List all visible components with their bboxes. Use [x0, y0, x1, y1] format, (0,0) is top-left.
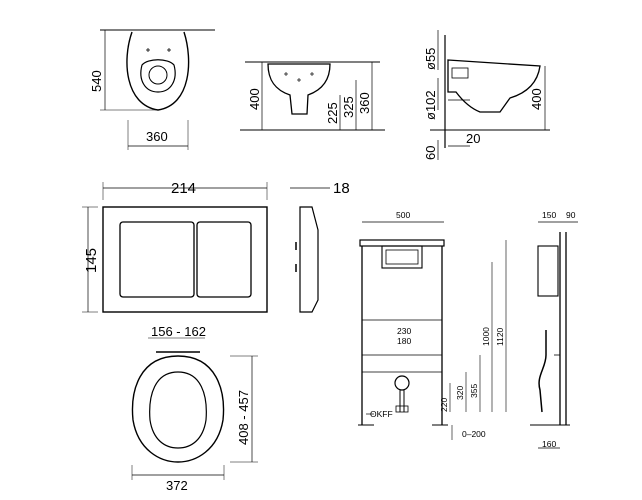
side-height-label: 400	[529, 88, 544, 110]
flush-plate-side-view: 18	[290, 180, 350, 313]
dim-360-label: 360	[357, 92, 372, 114]
inlet-diameter-label: ø55	[423, 48, 438, 70]
frame-side-d2-label: 90	[566, 210, 576, 220]
seat-width-label: 372	[166, 478, 188, 493]
frame-front-view: 500 230 180 220 320 355 1000 1120 0–200 …	[358, 210, 507, 440]
seat-top-view: 156 - 162 408 - 457 372	[131, 324, 258, 493]
bowl-height-label: 400	[247, 88, 262, 110]
plate-height-label: 145	[83, 248, 100, 273]
frame-dim-c-label: 320	[455, 386, 465, 400]
frame-side-base-label: 160	[542, 439, 556, 449]
bowl-side-view: ø55 ø102 60 400 20	[423, 30, 550, 160]
frame-h2-label: 1120	[495, 327, 505, 346]
dim-225-label: 225	[325, 102, 340, 124]
bowl-width-label: 360	[146, 129, 168, 144]
frame-h1-label: 1000	[481, 327, 491, 346]
frame-adjust-label: 0–200	[462, 429, 486, 439]
seat-length-label: 408 - 457	[236, 390, 251, 445]
frame-dim-b-label: 180	[397, 336, 411, 346]
frame-dim-e-label: 220	[439, 398, 449, 412]
floor-offset-label: 60	[423, 146, 438, 160]
flush-plate-front-view: 214 145	[82, 180, 268, 313]
bowl-depth-label: 540	[89, 70, 104, 92]
outlet-diameter-label: ø102	[423, 90, 438, 120]
bowl-front-view: 400 225 325 360	[240, 61, 385, 131]
frame-side-view: 150 90 160	[530, 210, 578, 449]
wall-offset-label: 20	[466, 131, 480, 146]
plate-depth-label: 18	[333, 180, 350, 197]
frame-side-d1-label: 150	[542, 210, 556, 220]
bowl-top-view: 540 360	[89, 29, 215, 150]
plate-width-label: 214	[171, 180, 196, 197]
seat-hinge-label: 156 - 162	[151, 324, 206, 339]
frame-dim-a-label: 230	[397, 326, 411, 336]
dim-325-label: 325	[341, 96, 356, 118]
frame-dim-d-label: 355	[469, 384, 479, 398]
frame-width-label: 500	[396, 210, 410, 220]
floor-level-label: OKFF	[370, 409, 393, 419]
